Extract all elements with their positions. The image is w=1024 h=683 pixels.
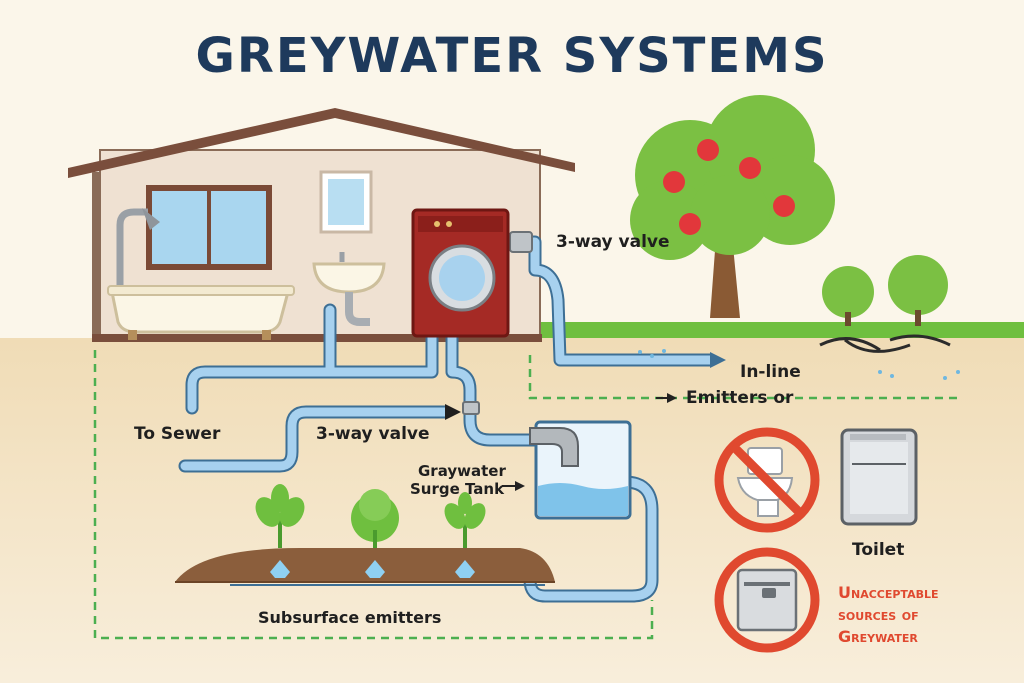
valve-flow-arrow xyxy=(445,404,461,420)
seedling-icon xyxy=(351,489,399,548)
no-symbol-icon xyxy=(714,427,820,533)
warning-text: Unacceptable sources of Greywater xyxy=(838,582,939,648)
surge-tank xyxy=(529,420,632,520)
washing-machine-icon xyxy=(411,208,510,338)
no-symbol-icon xyxy=(714,547,820,653)
bathtub-icon xyxy=(107,285,295,340)
pipes xyxy=(178,235,717,603)
label-valve-top: 3-way valve xyxy=(556,232,670,252)
emitter-drips xyxy=(638,349,960,380)
label-emitters-or: Emitters or xyxy=(686,388,794,408)
refrigerator-icon xyxy=(840,428,918,526)
seedling-icon xyxy=(444,492,486,548)
shower-icon xyxy=(116,208,160,300)
page-title: GREYWATER SYSTEMS xyxy=(195,28,829,84)
planting-bed xyxy=(175,548,555,586)
dishwasher-icon xyxy=(736,568,798,632)
label-to-sewer: To Sewer xyxy=(134,424,221,444)
label-inline: In-line xyxy=(740,362,801,382)
grass-strip xyxy=(540,322,1024,338)
seedling-icon xyxy=(255,484,305,548)
sink-icon xyxy=(312,252,386,326)
dashed-zone-right xyxy=(528,355,960,400)
outflow-arrow xyxy=(710,352,726,368)
label-subsurface: Subsurface emitters xyxy=(258,608,442,627)
label-valve-mid: 3-way valve xyxy=(316,424,430,444)
label-surge-2: Surge Tank xyxy=(410,480,505,498)
warning-line-3: Greywater xyxy=(838,627,918,646)
dashed-zone-left xyxy=(93,350,654,640)
warning-line-1: Unacceptable xyxy=(838,583,939,602)
warning-line-2: sources of xyxy=(838,605,919,624)
label-surge-1: Graywater xyxy=(418,462,506,480)
three-way-valve-mid xyxy=(462,401,480,415)
shrub-icon xyxy=(819,255,951,353)
label-toilet: Toilet xyxy=(852,540,905,560)
subsurface-water-drops xyxy=(270,560,475,578)
three-way-valve-top xyxy=(509,231,533,253)
apple-tree-icon xyxy=(630,95,835,318)
